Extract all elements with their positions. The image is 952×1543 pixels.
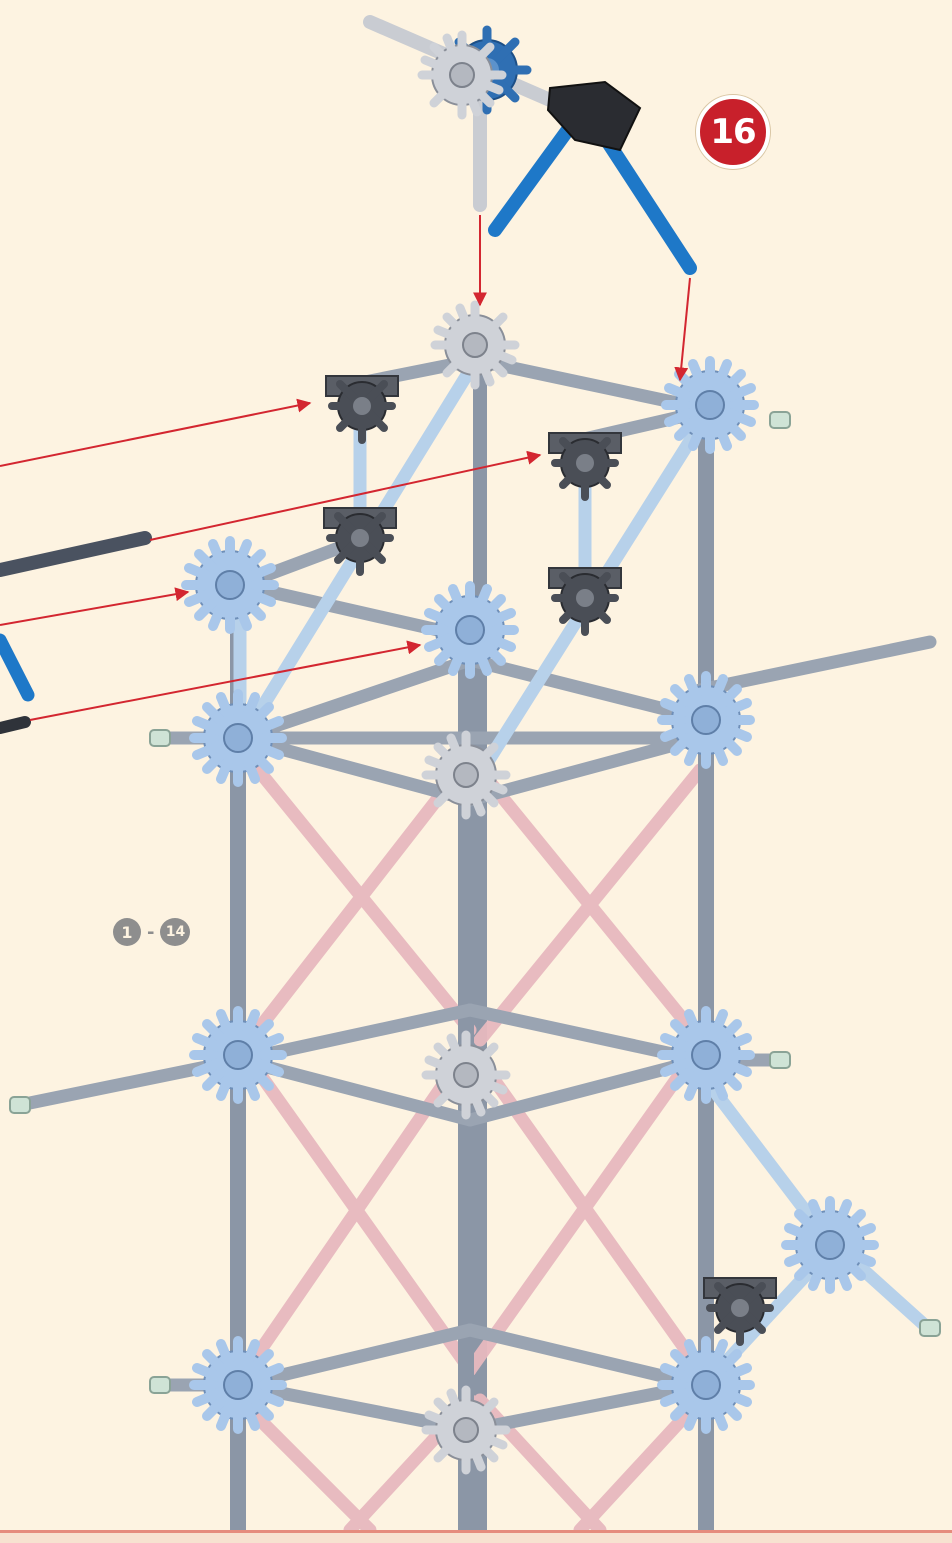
footer-divider — [0, 1530, 952, 1533]
rod-end-caps — [9, 411, 941, 1394]
step-number: 16 — [710, 112, 756, 152]
range-separator: - — [147, 921, 155, 943]
sub-assembly — [363, 15, 697, 275]
step-number-badge: 16 — [696, 95, 770, 169]
previous-steps-range: 1 - 14 — [113, 915, 191, 949]
range-start-badge: 1 — [113, 918, 141, 946]
incoming-dark-rods — [0, 531, 152, 734]
range-end-badge: 14 — [160, 918, 191, 946]
assembly-arrows — [0, 215, 691, 721]
